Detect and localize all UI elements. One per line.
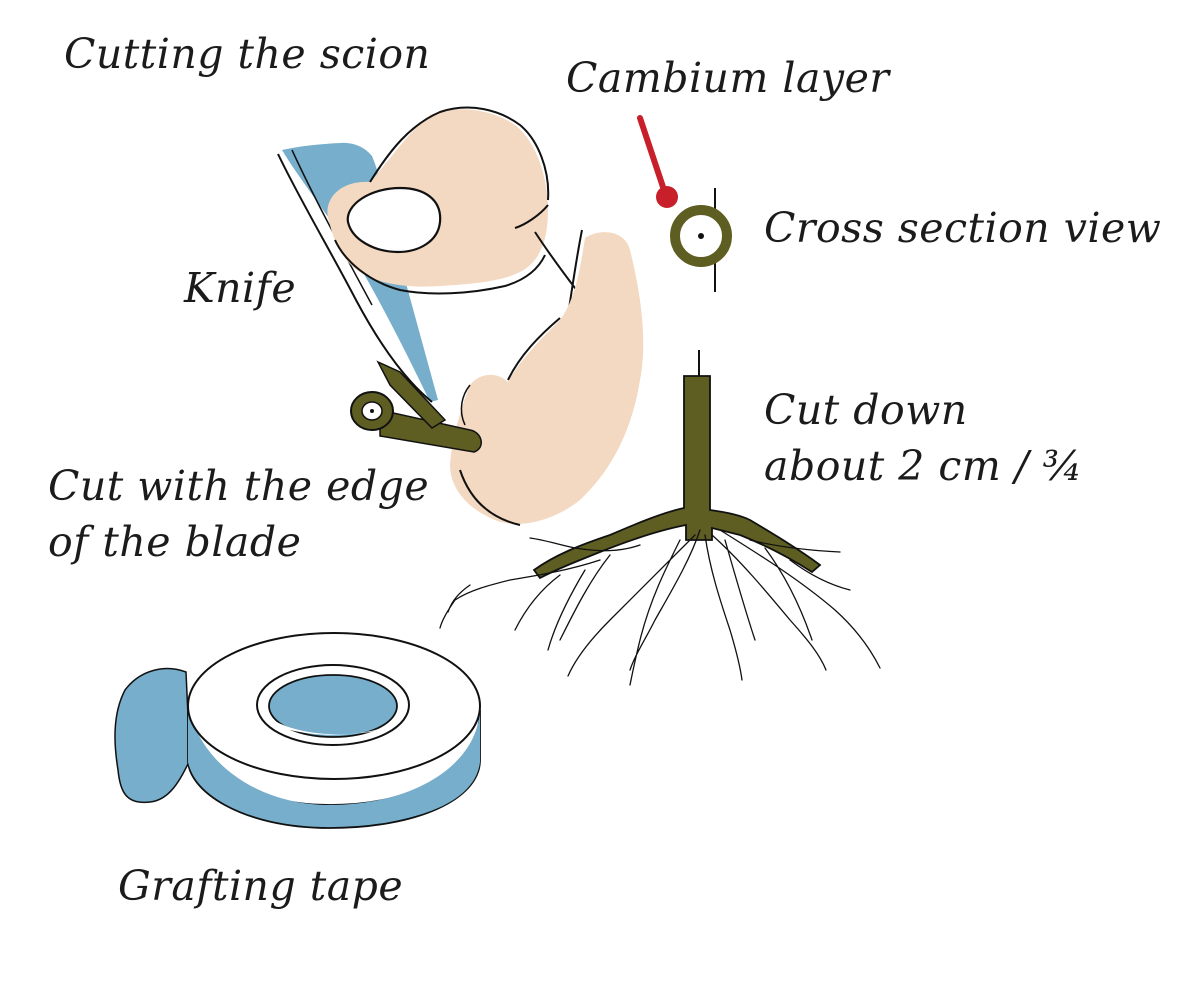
knife-blade-edge: [277, 153, 433, 403]
tape-roll-side-fill: [188, 705, 480, 826]
root-hairs: [439, 529, 881, 686]
scion-body: [379, 409, 482, 453]
label-cut-down-line2: about 2 cm / ¾: [764, 442, 1083, 490]
label-cut-with-edge: Cut with the edge of the blade: [48, 458, 429, 570]
knife-blade: [282, 142, 438, 402]
rootstock-stem: [532, 375, 822, 580]
knife-drawing: [277, 142, 438, 403]
label-cambium-layer: Cambium layer: [566, 54, 890, 102]
label-cutting-the-scion: Cutting the scion: [64, 30, 431, 78]
top-hand-skin: [327, 109, 548, 287]
top-hand: [327, 106, 583, 316]
label-cut-down-line1: Cut down: [764, 386, 968, 434]
cambium-pointer-line: [637, 115, 669, 199]
tape-roll-hole-inner: [268, 674, 398, 738]
label-cut-with-edge-line1: Cut with the edge: [48, 462, 430, 510]
grafting-tape-roll: [114, 632, 481, 829]
tape-loose-end: [114, 667, 191, 804]
scion-stick: [350, 360, 482, 453]
label-grafting-tape: Grafting tape: [118, 862, 404, 910]
bottom-hand-skin: [450, 232, 644, 524]
label-cross-section-view: Cross section view: [764, 204, 1162, 252]
label-cut-with-edge-line2: of the blade: [48, 518, 302, 566]
cambium-pointer-dot: [656, 186, 678, 208]
bottom-hand: [450, 232, 644, 526]
cross-section-view: [637, 115, 732, 292]
thumb-nail: [346, 186, 442, 254]
label-knife: Knife: [184, 264, 297, 312]
label-cut-down: Cut down about 2 cm / ¾: [764, 382, 1083, 494]
rootstock: [439, 350, 881, 686]
